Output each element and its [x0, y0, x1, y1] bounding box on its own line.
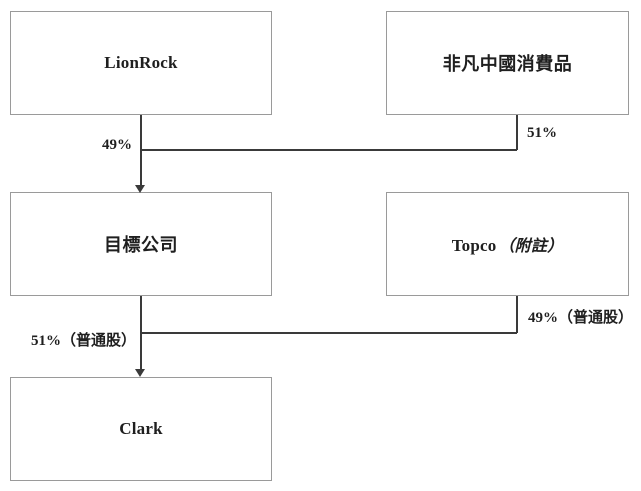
connector-line-top-horizontal [140, 149, 517, 151]
entity-box-target-company: 目標公司 [10, 192, 272, 296]
entity-box-topco: Topco（附註） [386, 192, 629, 296]
entity-box-clark: Clark [10, 377, 272, 481]
entity-label-lionrock: LionRock [104, 53, 178, 72]
stake-label-target-51-ordinary: 51%（普通股） [30, 333, 136, 349]
entity-box-lionrock: LionRock [10, 11, 272, 115]
entity-label-clark: Clark [119, 419, 163, 438]
entity-label-target-company: 目標公司 [104, 235, 178, 255]
connector-line-feifan-down [516, 115, 518, 150]
entity-label-feifan-china-consumer: 非凡中國消費品 [442, 54, 573, 74]
stake-label-lionrock-49: 49% [102, 137, 132, 153]
connector-line-topco-down [516, 296, 518, 333]
entity-label-topco-note: （附註） [498, 238, 564, 255]
entity-box-feifan-china-consumer: 非凡中國消費品 [386, 11, 629, 115]
entity-label-topco-main: Topco [451, 236, 497, 255]
stake-label-feifan-51: 51% [527, 125, 557, 141]
entity-label-topco: Topco（附註） [452, 232, 564, 256]
stake-label-topco-49-ordinary: 49%（普通股） [528, 310, 634, 326]
arrow-down-icon [135, 185, 145, 193]
connector-line-bottom-horizontal [140, 332, 517, 334]
arrow-down-icon [135, 369, 145, 377]
